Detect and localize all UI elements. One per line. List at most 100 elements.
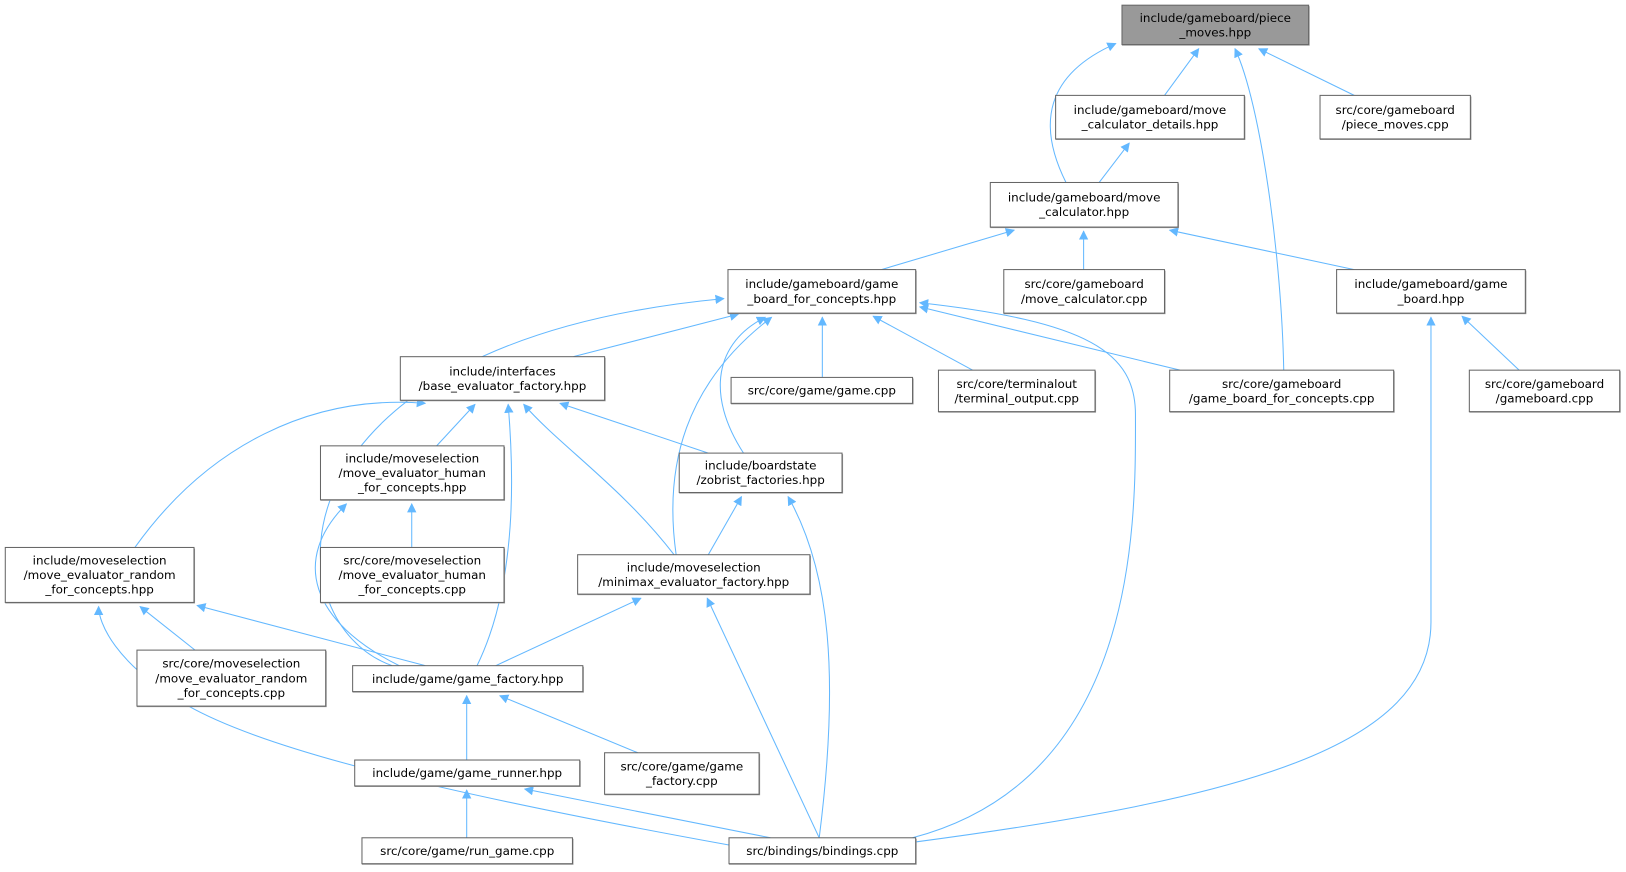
- node-label-line: src/core/gameboard: [1485, 377, 1604, 391]
- file-node[interactable]: include/gameboard/game_board.hpp: [1336, 269, 1527, 315]
- node-label-line: include/boardstate: [705, 459, 817, 473]
- dependency-edge-n4-to-n3: [881, 228, 1016, 271]
- node-box: [604, 752, 760, 795]
- node-box: [577, 554, 811, 595]
- node-box: [361, 837, 573, 865]
- file-node[interactable]: include/moveselection/move_evaluator_ran…: [4, 546, 196, 604]
- node-label-line: _for_concepts.cpp: [358, 583, 466, 597]
- node-label-line: include/game/game_runner.hpp: [372, 766, 562, 780]
- node-label-line: /move_evaluator_random: [155, 671, 307, 685]
- node-box: [1319, 94, 1471, 140]
- dependency-edge-n13-to-n7: [559, 401, 709, 454]
- dependency-edge-n22-to-n14: [93, 605, 730, 846]
- dependency-edge-n22-to-n6: [915, 316, 1436, 843]
- file-node[interactable]: include/gameboard/move_calculator_detail…: [1055, 94, 1246, 140]
- node-box: [1121, 4, 1310, 46]
- node-label-line: src/core/gameboard: [1222, 377, 1341, 391]
- node-box: [1003, 269, 1166, 314]
- file-node[interactable]: src/core/game/run_game.cpp: [361, 837, 574, 865]
- dependency-edge-n1-to-n0: [1164, 47, 1200, 96]
- file-node[interactable]: src/core/moveselection/move_evaluator_hu…: [319, 546, 506, 604]
- dependency-edge-n17-to-n14: [139, 605, 196, 651]
- node-box: [354, 759, 581, 787]
- node-label-line: _board_for_concepts.hpp: [746, 292, 896, 306]
- node-box: [730, 376, 914, 404]
- file-node[interactable]: include/gameboard/move_calculator.hpp: [989, 181, 1180, 229]
- dependency-edge-n3-to-n0: [1049, 42, 1117, 183]
- file-node[interactable]: include/game/game_factory.hpp: [352, 665, 584, 693]
- node-label-line: include/gameboard/piece: [1140, 11, 1291, 25]
- dependency-edge-n9-to-n4: [872, 315, 973, 371]
- file-node[interactable]: src/core/gameboard/gameboard.cpp: [1468, 369, 1621, 413]
- node-box: [4, 546, 195, 603]
- file-node[interactable]: src/core/gameboard/piece_moves.cpp: [1319, 94, 1472, 140]
- node-label-line: src/core/terminalout: [957, 377, 1078, 391]
- dependency-edge-n22-to-n19: [523, 786, 771, 839]
- node-label-line: include/game/game_factory.hpp: [372, 672, 563, 686]
- node-label-line: /game_board_for_concepts.cpp: [1189, 391, 1375, 405]
- node-label-line: /minimax_evaluator_factory.hpp: [598, 575, 789, 589]
- file-node[interactable]: include/moveselection/move_evaluator_hum…: [319, 445, 506, 501]
- node-label-line: src/core/game/run_game.cpp: [380, 844, 554, 858]
- node-label-line: src/core/moveselection: [343, 554, 481, 568]
- file-node[interactable]: include/boardstate/zobrist_factories.hpp: [678, 452, 844, 494]
- file-node[interactable]: src/core/moveselection/move_evaluator_ra…: [136, 649, 327, 708]
- node-box: [1336, 269, 1526, 314]
- file-node[interactable]: include/game/game_runner.hpp: [354, 759, 581, 787]
- file-node[interactable]: src/core/gameboard/game_board_for_concep…: [1169, 369, 1395, 413]
- node-label-line: /base_evaluator_factory.hpp: [419, 379, 587, 393]
- file-node[interactable]: src/core/game/game_factory.cpp: [604, 752, 761, 796]
- dependency-edge-n10-to-n0: [1234, 47, 1285, 371]
- node-label-line: /move_evaluator_human: [339, 466, 486, 480]
- node-box: [1468, 369, 1621, 413]
- node-label-line: _factory.cpp: [645, 774, 718, 788]
- dependency-edge-n16-to-n7: [523, 403, 675, 556]
- node-box: [937, 369, 1096, 413]
- file-node[interactable]: src/core/gameboard/move_calculator.cpp: [1003, 269, 1166, 315]
- node-label-line: src/core/moveselection: [162, 657, 300, 671]
- node-label-line: include/moveselection: [627, 560, 761, 574]
- dependency-edge-n16-to-n13: [707, 495, 742, 555]
- dependency-edge-n14-to-n7: [134, 398, 427, 548]
- node-label-line: /terminal_output.cpp: [955, 391, 1079, 405]
- node-label-line: include/gameboard/game: [745, 277, 898, 291]
- node-label-line: _for_concepts.cpp: [177, 686, 285, 700]
- node-label-line: _for_concepts.hpp: [357, 480, 466, 494]
- dependency-edge-n11-to-n6: [1461, 315, 1520, 371]
- node-label-line: /move_evaluator_human: [339, 568, 486, 582]
- node-box: [678, 452, 843, 494]
- node-label-line: include/gameboard/move: [1074, 103, 1227, 117]
- node-label-line: _board.hpp: [1397, 292, 1465, 306]
- file-node[interactable]: src/core/terminalout/terminal_output.cpp: [937, 369, 1097, 413]
- node-label-line: _calculator.hpp: [1038, 205, 1129, 219]
- node-label-line: /move_evaluator_random: [24, 568, 176, 582]
- node-label-line: include/moveselection: [345, 451, 479, 465]
- node-label-line: include/gameboard/game: [1354, 277, 1507, 291]
- file-node[interactable]: include/gameboard/game_board_for_concept…: [727, 269, 917, 315]
- file-node[interactable]: include/interfaces/base_evaluator_factor…: [399, 356, 606, 402]
- node-label-line: src/core/gameboard: [1024, 277, 1143, 291]
- node-label-line: /move_calculator.cpp: [1021, 292, 1147, 306]
- node-label-line: _moves.hpp: [1178, 25, 1251, 39]
- node-box: [727, 269, 917, 314]
- dependency-edge-n22-to-n16: [706, 597, 820, 839]
- node-label-line: include/gameboard/move: [1008, 191, 1161, 205]
- node-label-line: /piece_moves.cpp: [1342, 118, 1449, 132]
- node-box: [319, 546, 505, 603]
- file-node[interactable]: src/core/game/game.cpp: [730, 376, 914, 405]
- node-label-line: /gameboard.cpp: [1496, 391, 1594, 405]
- node-label-line: src/core/gameboard: [1336, 103, 1455, 117]
- node-box: [399, 356, 606, 401]
- dependency-edge-n2-to-n0: [1258, 48, 1355, 96]
- file-node[interactable]: include/moveselection/minimax_evaluator_…: [577, 554, 811, 596]
- node-label-line: src/bindings/bindings.cpp: [746, 844, 898, 858]
- node-label-line: src/core/game/game.cpp: [748, 384, 896, 398]
- dependency-edge-n7-to-n4: [573, 311, 740, 358]
- node-label-line: _for_concepts.hpp: [44, 583, 153, 597]
- dependency-edge-n22-to-n13: [787, 495, 831, 838]
- dependency-edge-n18-to-n12: [314, 503, 400, 667]
- node-box: [1169, 369, 1395, 413]
- dependency-edge-n20-to-n18: [499, 694, 638, 754]
- file-node[interactable]: src/bindings/bindings.cpp: [728, 837, 917, 865]
